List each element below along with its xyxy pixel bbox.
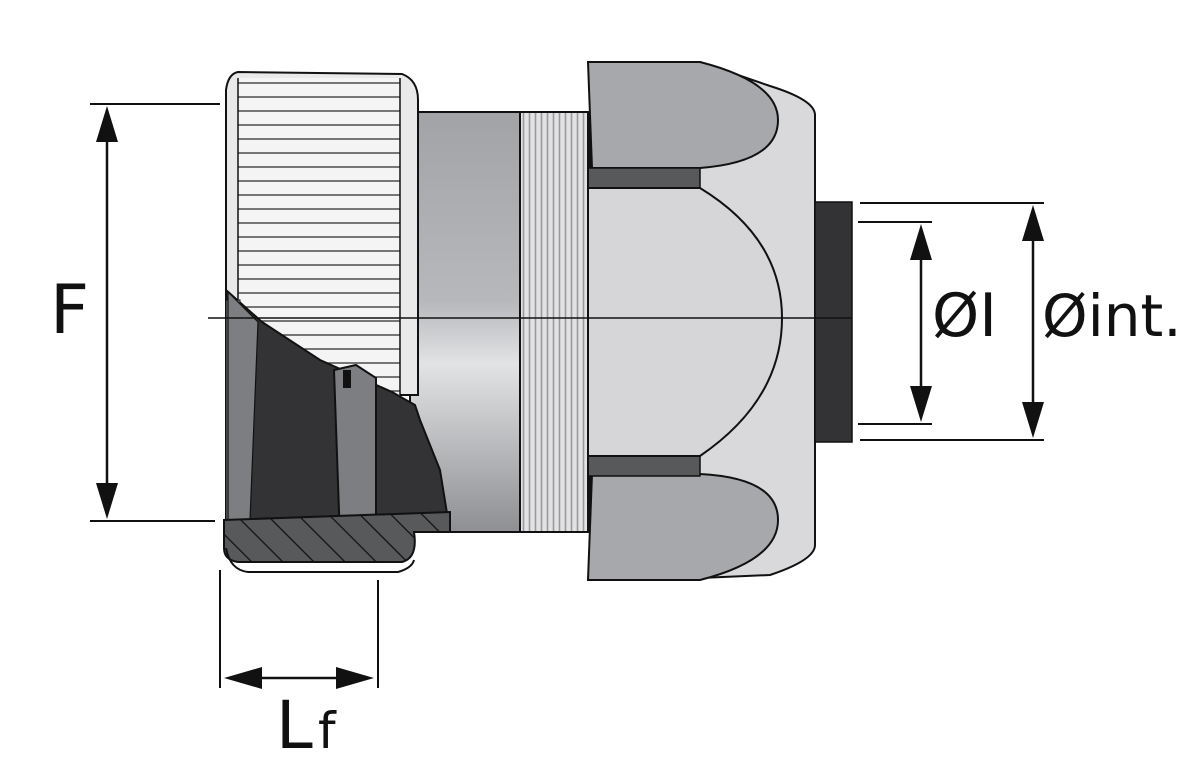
lower-clamp-lobe	[586, 473, 780, 581]
nut-flange	[225, 547, 415, 573]
label-lf-sub: f	[318, 702, 337, 759]
pin-slot	[343, 370, 351, 388]
hatched-base-ring	[223, 510, 451, 563]
lower-seal-ring	[587, 455, 701, 477]
label-lf-main: L	[276, 687, 313, 759]
label-inner-diameter: ØI	[932, 281, 997, 351]
upper-clamp-lobe	[586, 61, 780, 169]
dimension-inner-diameter	[858, 221, 932, 425]
dimension-f	[90, 103, 220, 522]
end-sleeve	[814, 201, 853, 443]
threaded-collar	[519, 111, 589, 533]
grip-pin	[332, 363, 377, 541]
upper-seal-ring	[587, 167, 701, 189]
knurled-nut	[225, 70, 419, 396]
label-internal-diameter: Øint.	[1042, 282, 1182, 350]
dimension-internal-diameter	[860, 202, 1044, 441]
dimension-lf	[219, 570, 379, 689]
label-f: F	[50, 271, 89, 350]
